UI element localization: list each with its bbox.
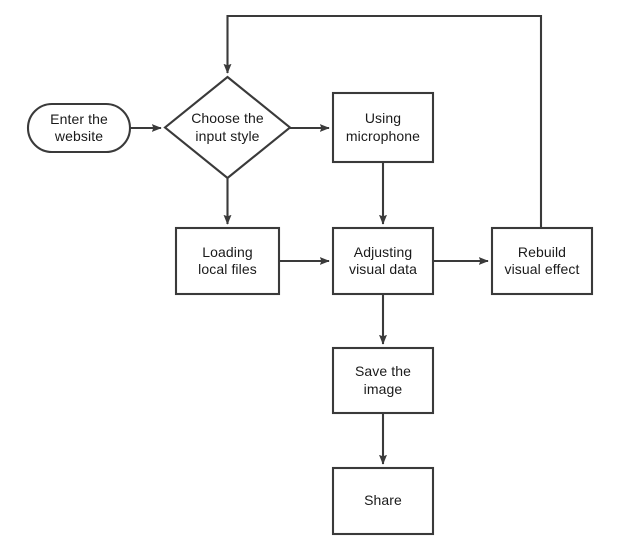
node-share[interactable] [331, 466, 435, 536]
edge-rebuild-to-choose-feedback [223, 14, 543, 228]
node-enter-the-website[interactable] [26, 102, 132, 154]
node-choose-the-input-style[interactable] [163, 75, 292, 180]
node-loading-local-files[interactable] [174, 226, 281, 296]
node-using-microphone[interactable] [331, 91, 435, 164]
node-save-the-image[interactable] [331, 346, 435, 415]
node-rebuild-visual-effect[interactable] [490, 226, 594, 296]
edges-layer [130, 14, 543, 465]
node-adjusting-visual-data[interactable] [331, 226, 435, 296]
nodes-layer [26, 75, 594, 536]
